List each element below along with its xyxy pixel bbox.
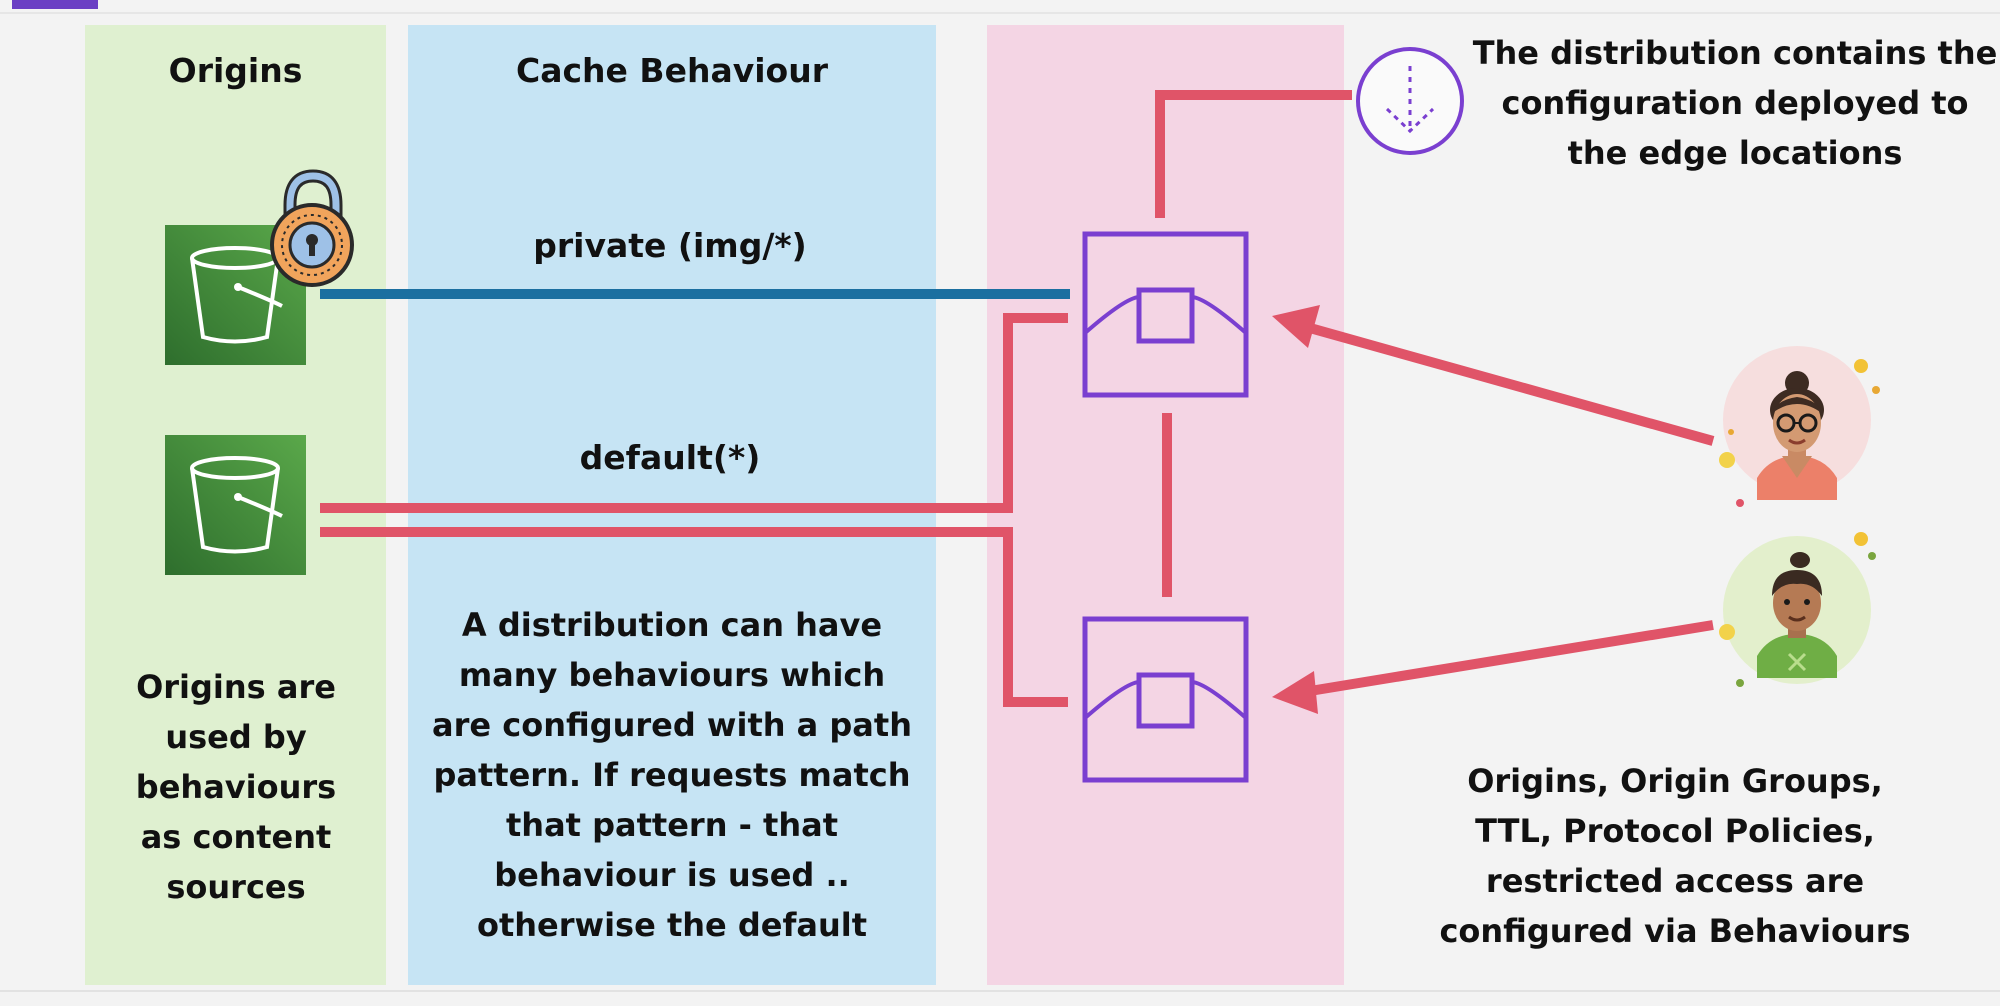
- distribution-note: The distribution contains the configurat…: [1472, 34, 1998, 172]
- bottom-divider: [0, 990, 2000, 992]
- default-behaviour-label: default(*): [579, 438, 761, 477]
- user2-arrow-head: [1272, 671, 1318, 714]
- user2-request-arrow: [1309, 620, 1714, 696]
- config-note: Origins, Origin Groups, TTL, Protocol Po…: [1439, 762, 1911, 950]
- edge-location-icon: [1082, 616, 1249, 783]
- s3-bucket-icon: [165, 435, 306, 575]
- default-path-line-top: [320, 313, 1068, 513]
- behaviour-note: A distribution can have many behaviours …: [432, 606, 912, 944]
- distribution-icon: [1356, 47, 1464, 155]
- default-path-line-bottom: [320, 527, 1068, 707]
- top-tab-indicator: [12, 0, 98, 9]
- user1-arrow-head: [1272, 305, 1320, 348]
- origins-note: Origins are used by behaviours as conten…: [135, 668, 337, 906]
- private-behaviour-label: private (img/*): [533, 226, 807, 265]
- origins-heading: Origins: [168, 51, 303, 90]
- edge-location-icon: [1082, 231, 1249, 398]
- top-divider: [0, 12, 2000, 14]
- user1-request-arrow: [1308, 323, 1715, 446]
- user-avatar-icon: [1719, 532, 1876, 687]
- distribution-link-line: [1155, 90, 1352, 218]
- padlock-icon: [270, 169, 354, 287]
- cache-behaviour-heading: Cache Behaviour: [516, 51, 828, 90]
- user-avatar-icon: [1719, 346, 1880, 507]
